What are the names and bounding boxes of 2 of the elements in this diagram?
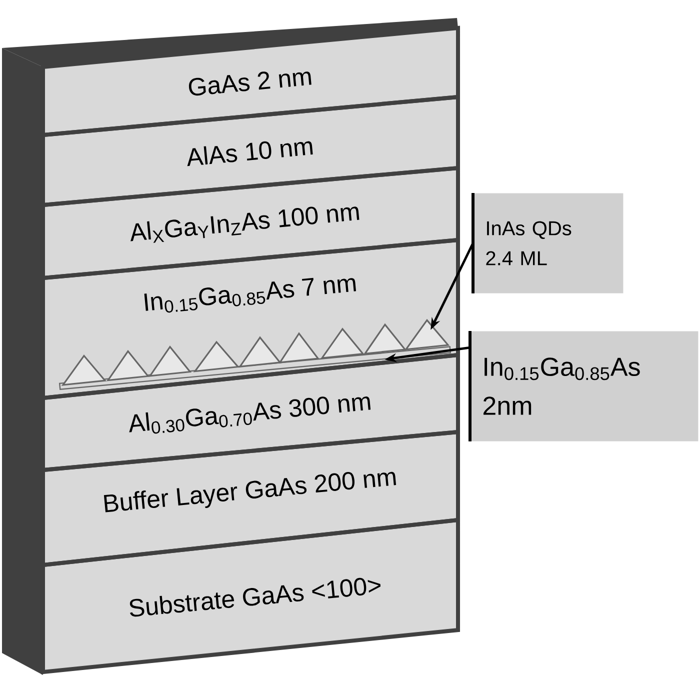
callout-box: In$_{0.15}$Ga$_{0.85}$As 2nm — [468, 331, 698, 442]
callout-box: InAs QDs 2.4 ML — [472, 193, 624, 294]
